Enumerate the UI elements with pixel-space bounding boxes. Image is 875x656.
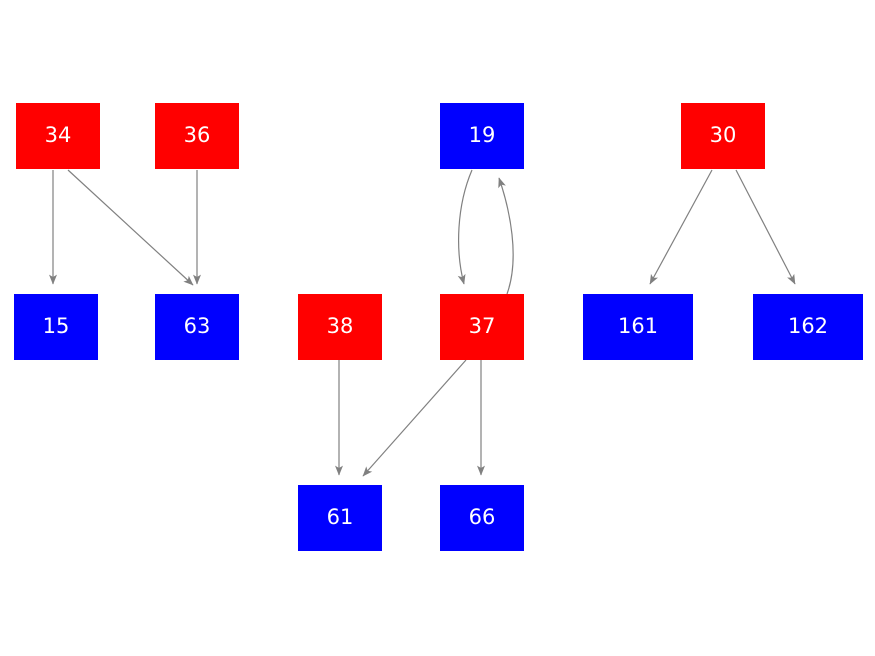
node-label: 36 [183, 122, 211, 147]
graph-node-162[interactable]: 162 [753, 294, 863, 360]
node-label: 15 [42, 313, 70, 338]
graph-node-161[interactable]: 161 [583, 294, 693, 360]
node-label: 61 [326, 504, 354, 529]
node-label: 30 [709, 122, 737, 147]
node-label: 66 [468, 504, 496, 529]
node-label: 37 [468, 313, 496, 338]
graph-node-19[interactable]: 19 [440, 103, 524, 169]
node-label: 38 [326, 313, 354, 338]
node-label: 19 [468, 122, 496, 147]
graph-node-61[interactable]: 61 [298, 485, 382, 551]
graph-node-37[interactable]: 37 [440, 294, 524, 360]
node-label: 34 [44, 122, 72, 147]
graph-node-30[interactable]: 30 [681, 103, 765, 169]
node-label: 162 [787, 313, 829, 338]
graph-node-63[interactable]: 63 [155, 294, 239, 360]
graph-node-36[interactable]: 36 [155, 103, 239, 169]
node-label: 63 [183, 313, 211, 338]
node-label: 161 [617, 313, 659, 338]
graph-node-15[interactable]: 15 [14, 294, 98, 360]
graph-node-66[interactable]: 66 [440, 485, 524, 551]
graph-node-38[interactable]: 38 [298, 294, 382, 360]
graph-node-34[interactable]: 34 [16, 103, 100, 169]
